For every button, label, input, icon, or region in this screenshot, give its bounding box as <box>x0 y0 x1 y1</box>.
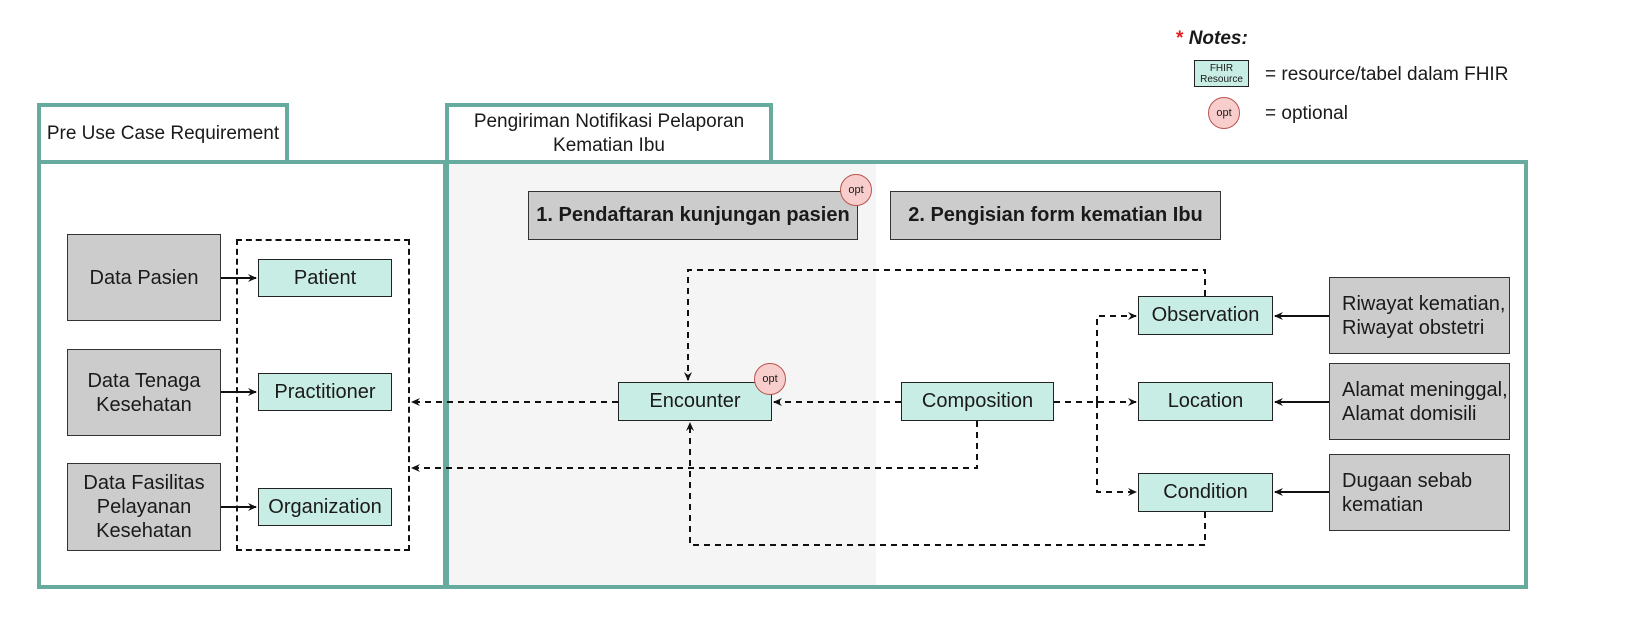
notes-title: Notes: <box>1188 28 1248 49</box>
alamat-box: Alamat meninggal, Alamat domisili <box>1329 363 1510 440</box>
legend-resource-text: = resource/tabel dalam FHIR <box>1265 64 1509 85</box>
patient-resource: Patient <box>258 259 392 297</box>
organization-resource: Organization <box>258 488 392 526</box>
arrow-composition-observation <box>1096 312 1137 402</box>
encounter-resource: Encounter <box>618 382 772 421</box>
main-process-tab: Pengiriman Notifikasi Pelaporan Kematian… <box>445 103 773 164</box>
pre-use-case-title: Pre Use Case Requirement <box>46 122 280 144</box>
legend-resource-box: FHIR Resource <box>1194 60 1249 87</box>
location-resource: Location <box>1138 382 1273 421</box>
composition-resource: Composition <box>901 382 1054 421</box>
riwayat-box: Riwayat kematian, Riwayat obstetri <box>1329 277 1510 354</box>
arrow-condition-encounter <box>686 422 1206 546</box>
legend-opt-text: = optional <box>1265 103 1348 124</box>
main-process-title: Pengiriman Notifikasi Pelaporan Kematian… <box>473 110 745 156</box>
data-fasilitas-box: Data Fasilitas Pelayanan Kesehatan <box>67 463 221 551</box>
data-tenaga-box: Data Tenaga Kesehatan <box>67 349 221 436</box>
step1-header: 1. Pendaftaran kunjungan pasien <box>528 191 858 240</box>
arrow-composition-group <box>411 421 978 472</box>
pre-resources-group <box>236 239 410 551</box>
legend-opt-badge: opt <box>1208 97 1240 129</box>
practitioner-resource: Practitioner <box>258 373 392 411</box>
data-pasien-box: Data Pasien <box>67 234 221 321</box>
encounter-opt-badge: opt <box>754 363 786 395</box>
arrow-observation-encounter <box>684 269 1206 381</box>
step1-opt-badge: opt <box>840 174 872 206</box>
observation-resource: Observation <box>1138 296 1273 335</box>
main-process-frame <box>445 160 1528 589</box>
dugaan-box: Dugaan sebab kematian <box>1329 454 1510 531</box>
condition-resource: Condition <box>1138 473 1273 512</box>
pre-use-case-tab: Pre Use Case Requirement <box>37 103 289 164</box>
notes-star: * <box>1176 28 1184 49</box>
notes-heading: * Notes: <box>1176 28 1296 52</box>
step2-header: 2. Pengisian form kematian Ibu <box>890 191 1221 240</box>
arrow-composition-condition <box>1096 402 1137 496</box>
